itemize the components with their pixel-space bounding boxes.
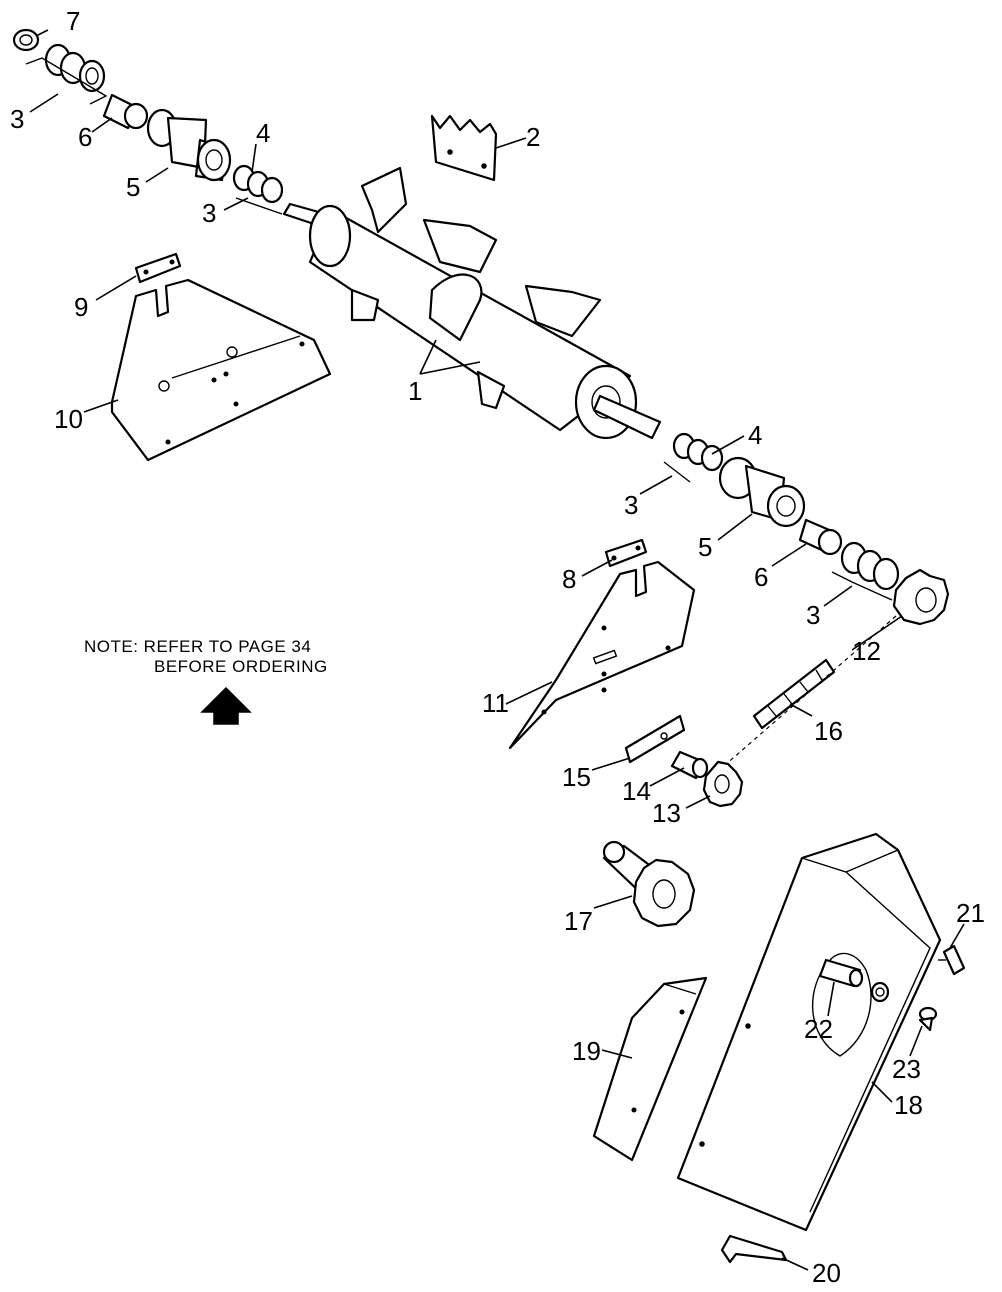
- note-line-1: NOTE: REFER TO PAGE 34: [84, 637, 311, 656]
- callout-15: 15: [562, 762, 591, 792]
- pin-22: [818, 958, 864, 988]
- bushing-6-upper: [102, 93, 149, 130]
- gear-17: [602, 840, 696, 928]
- callout-16: 16: [814, 716, 843, 746]
- callout-1: 1: [408, 376, 422, 406]
- side-panel-10: [110, 278, 332, 462]
- bracket-20: [720, 1234, 788, 1264]
- clip-21: [938, 944, 966, 976]
- callout-2: 2: [526, 122, 540, 152]
- callout-19: 19: [572, 1036, 601, 1066]
- bushing-6-lower: [798, 518, 843, 556]
- bushing-near-22: [870, 981, 890, 1003]
- callout-5-a: 5: [126, 172, 140, 202]
- callout-14: 14: [622, 776, 651, 806]
- callout-4-b: 4: [748, 420, 762, 450]
- callout-21: 21: [956, 898, 985, 928]
- wing-nut-23: [918, 1006, 938, 1032]
- washer-7: [12, 28, 40, 52]
- bearing-flange-5-upper: [146, 108, 232, 182]
- spacer-14: [670, 750, 709, 780]
- callout-9: 9: [74, 292, 88, 322]
- callout-11: 11: [482, 688, 509, 718]
- sprocket-13: [702, 760, 744, 808]
- spacer-rings-3-upper: [25, 43, 108, 105]
- callout-20: 20: [812, 1258, 841, 1288]
- plate-9: [134, 252, 182, 284]
- callout-23: 23: [892, 1054, 921, 1084]
- leader-lines: [29, 29, 965, 1271]
- callout-18: 18: [894, 1090, 923, 1120]
- callout-3-b: 3: [202, 198, 216, 228]
- callout-12: 12: [852, 636, 881, 666]
- note-line-2: BEFORE ORDERING: [154, 657, 328, 676]
- spacer-rings-4-upper: [232, 164, 284, 215]
- callout-3-a: 3: [10, 104, 24, 134]
- callout-labels: 7 3 6 5 4 3 2 9 10 1 4 3 5 6 8 3 12 11 1…: [10, 6, 985, 1288]
- spacer-rings-3-lower: [831, 541, 900, 601]
- callout-4-a: 4: [256, 118, 270, 148]
- callout-10: 10: [54, 404, 83, 434]
- plate-15: [624, 714, 686, 764]
- knife-2: [430, 114, 498, 182]
- bearing-flange-5-lower: [718, 456, 806, 528]
- callout-7: 7: [66, 6, 80, 36]
- side-panel-11: [508, 560, 696, 750]
- callout-3-c: 3: [624, 490, 638, 520]
- spacer-rings-4-lower: [663, 432, 724, 483]
- callout-8: 8: [562, 564, 576, 594]
- callout-3-d: 3: [806, 600, 820, 630]
- chain-guard-18: [676, 832, 942, 1232]
- chain-16: [752, 658, 836, 730]
- sprocket-12: [892, 568, 950, 626]
- rotor-drum-1: [282, 166, 662, 440]
- plate-8: [604, 538, 648, 568]
- chain-path-dashed: [723, 615, 897, 767]
- callout-22: 22: [804, 1014, 833, 1044]
- callout-5-b: 5: [698, 532, 712, 562]
- shield-19: [592, 976, 708, 1162]
- arrow-up-icon: [200, 686, 252, 725]
- callout-17: 17: [564, 906, 593, 936]
- callout-6-a: 6: [78, 122, 92, 152]
- callout-6-b: 6: [754, 562, 768, 592]
- callout-13: 13: [652, 798, 681, 828]
